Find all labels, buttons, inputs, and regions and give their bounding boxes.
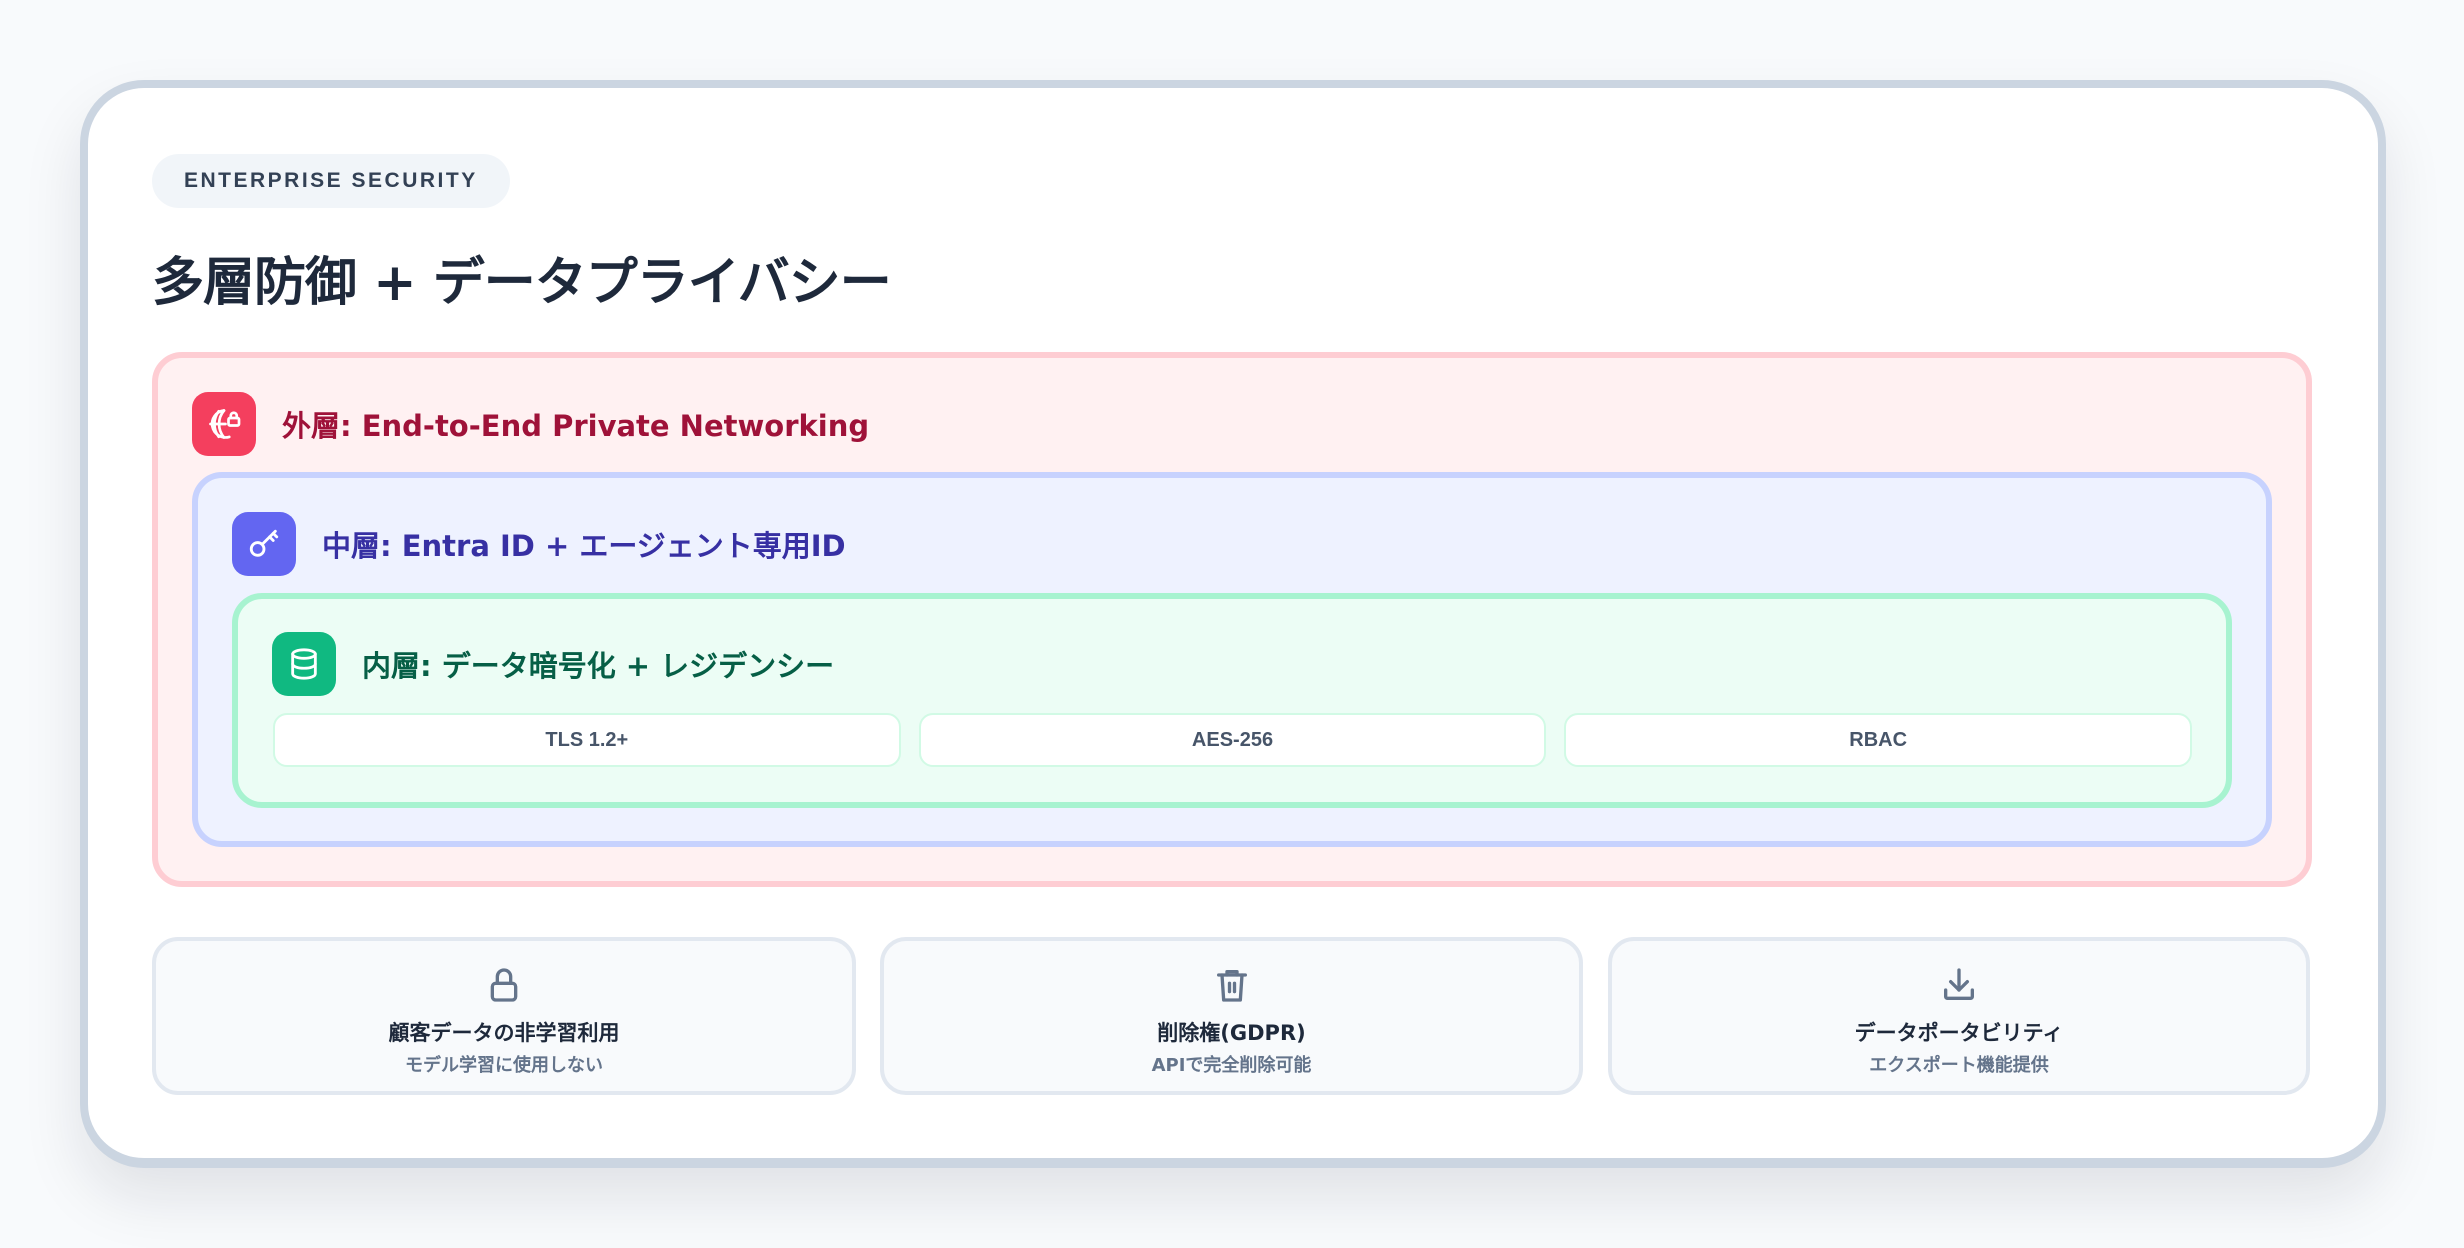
feature-subtitle: モデル学習に使用しない <box>405 1055 603 1076</box>
database-icon <box>272 632 336 696</box>
feature-title: 削除権(GDPR) <box>1157 1021 1306 1045</box>
key-icon <box>232 512 296 576</box>
feature-subtitle: エクスポート機能提供 <box>1869 1055 2049 1076</box>
inner-layer-header: 内層: データ暗号化 + レジデンシー <box>272 632 834 696</box>
lock-icon <box>490 968 518 1002</box>
feature-card-portability: データポータビリティ エクスポート機能提供 <box>1608 937 2310 1095</box>
outer-layer-header: 外層: End-to-End Private Networking <box>192 392 869 456</box>
inner-layer <box>232 593 2232 808</box>
feature-card-gdpr: 削除権(GDPR) APIで完全削除可能 <box>880 937 1583 1095</box>
trash-icon <box>1216 970 1247 1002</box>
outer-layer-title: 外層: End-to-End Private Networking <box>282 409 870 443</box>
globe-lock-icon <box>192 392 256 456</box>
inner-layer-title: 内層: データ暗号化 + レジデンシー <box>362 649 835 683</box>
feature-title: 顧客データの非学習利用 <box>388 1021 620 1045</box>
feature-subtitle: APIで完全削除可能 <box>1151 1055 1312 1076</box>
chip-rbac: RBAC <box>1564 713 2193 767</box>
feature-card-no-training: 顧客データの非学習利用 モデル学習に使用しない <box>152 937 856 1095</box>
chip-aes: AES-256 <box>918 713 1547 767</box>
page-title: 多層防御 + データプライバシー <box>152 253 892 313</box>
chip-tls: TLS 1.2+ <box>273 713 901 767</box>
middle-layer-title: 中層: Entra ID + エージェント専用ID <box>322 529 846 563</box>
feature-title: データポータビリティ <box>1854 1021 2064 1045</box>
security-chips: TLS 1.2+ AES-256 RBAC <box>273 713 2193 767</box>
download-icon <box>1944 968 1974 1000</box>
middle-layer-header: 中層: Entra ID + エージェント専用ID <box>232 512 846 576</box>
section-badge: ENTERPRISE SECURITY <box>152 154 510 208</box>
